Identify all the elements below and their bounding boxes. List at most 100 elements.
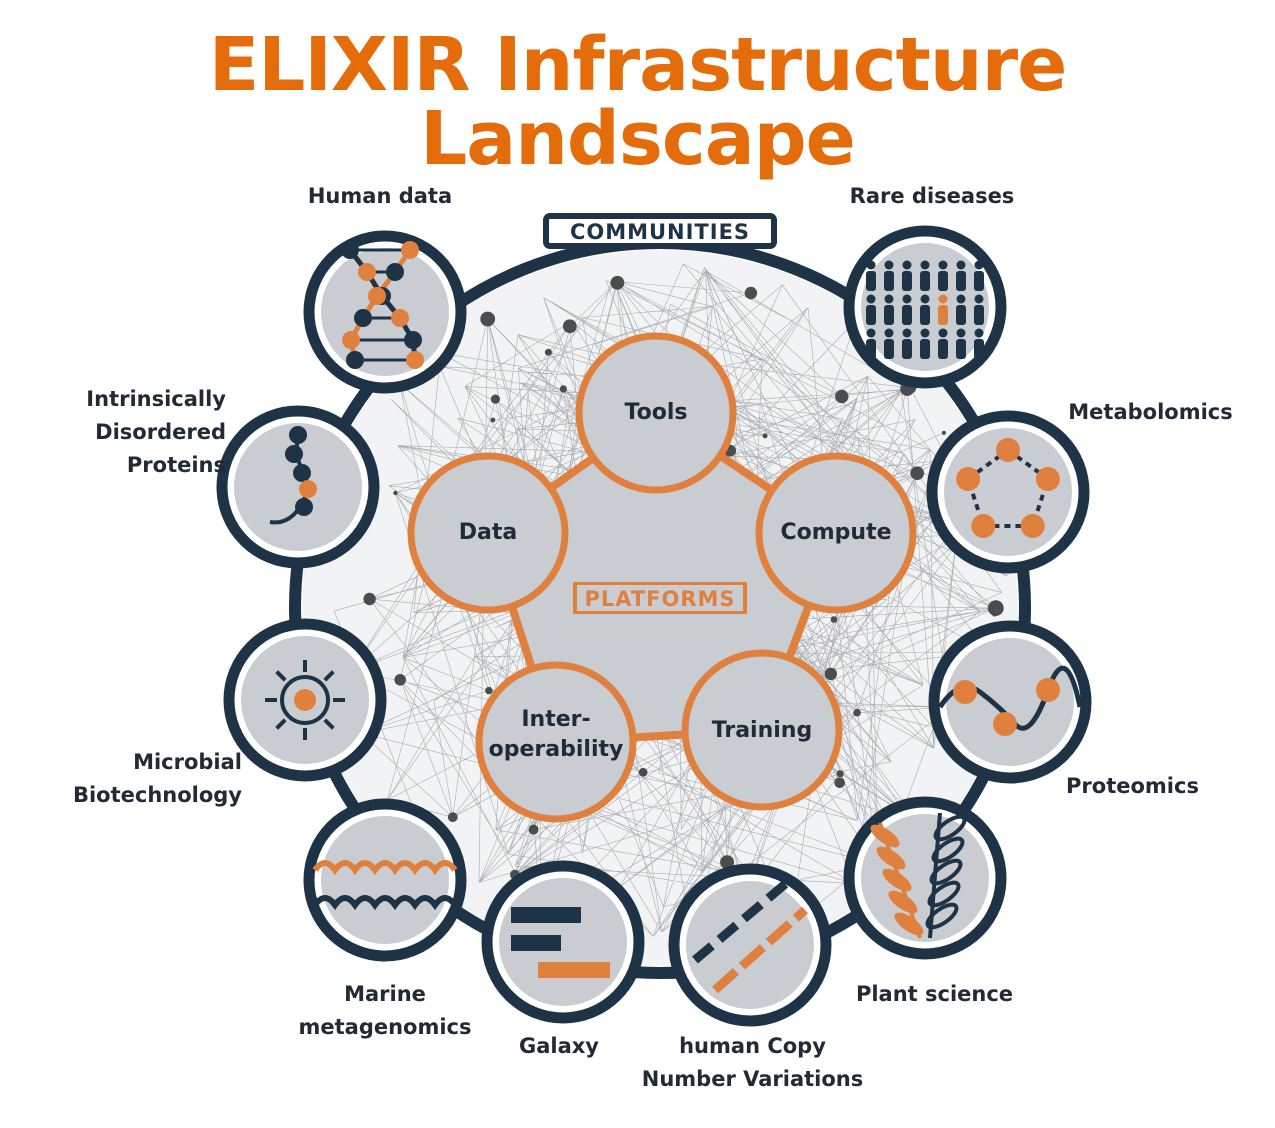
person-body <box>902 339 912 359</box>
community-label-galaxy: Galaxy <box>518 1034 599 1058</box>
person-body <box>956 339 966 359</box>
network-node <box>447 812 458 823</box>
platform-circle-interoperability <box>475 661 637 823</box>
person-icon <box>938 260 948 270</box>
chromosome-stripes-icon <box>668 863 832 1027</box>
network-node <box>559 385 568 393</box>
community-label-human-data: Human data <box>307 184 453 208</box>
community-circle-inner <box>946 638 1074 766</box>
protein-residue <box>293 464 311 482</box>
molecule-atom <box>996 438 1020 462</box>
person-body <box>902 305 912 325</box>
community-circle-inner <box>686 881 814 1009</box>
protein-residue <box>285 445 303 463</box>
workflow-bar <box>511 935 561 951</box>
molecule-atom <box>956 467 981 492</box>
person-icon <box>956 260 966 270</box>
person-icon <box>938 294 948 304</box>
network-node <box>720 855 735 870</box>
helix-node <box>391 309 409 327</box>
waves-icon <box>303 798 467 962</box>
person-icon <box>866 294 876 304</box>
helix-node <box>386 263 404 281</box>
person-icon <box>956 294 966 304</box>
network-node <box>992 611 997 617</box>
community-label-plant-science: Plant science <box>855 982 1014 1006</box>
wave-line <box>312 895 458 911</box>
wheat-grain <box>933 814 967 842</box>
chromosome-stripe <box>712 906 808 994</box>
peptide-residue <box>1036 678 1060 702</box>
molecule-atom <box>971 513 996 538</box>
workflow-bar <box>538 962 610 978</box>
microbe-spike <box>323 670 335 682</box>
community-label-metabolomics: Metabolomics <box>1068 400 1233 424</box>
peptide-residue <box>993 712 1017 736</box>
network-node <box>762 433 768 439</box>
network-node <box>835 389 849 404</box>
person-icon <box>920 328 930 338</box>
person-icon <box>902 294 912 304</box>
network-node <box>987 600 1004 616</box>
platform-label-interoperability: Inter-operability <box>488 707 624 762</box>
person-icon <box>866 328 876 338</box>
network-node <box>853 708 861 717</box>
person-icon <box>920 294 930 304</box>
person-icon <box>902 260 912 270</box>
workflow-bar <box>511 907 581 923</box>
network-node <box>528 824 539 835</box>
person-icon <box>956 328 966 338</box>
network-node <box>544 348 552 356</box>
network-node <box>834 777 845 789</box>
helix-node <box>368 287 386 305</box>
person-body <box>920 339 930 359</box>
molecule-bonds <box>965 447 1051 528</box>
helix-node <box>346 351 364 369</box>
network-node <box>480 311 496 327</box>
helix-node <box>406 351 424 369</box>
person-body <box>884 271 894 291</box>
person-body <box>920 271 930 291</box>
wheat-grain <box>876 846 906 870</box>
network-node <box>490 394 500 404</box>
platforms-tag-inner <box>577 585 743 611</box>
person-icon <box>974 328 984 338</box>
person-icon <box>920 260 930 270</box>
helix-node <box>341 241 359 259</box>
person-body <box>920 305 930 325</box>
person-body <box>866 339 876 359</box>
person-body <box>884 305 894 325</box>
helix-node <box>354 309 372 327</box>
community-label-rare-diseases: Rare diseases <box>849 184 1015 208</box>
network-node <box>910 466 924 481</box>
wheat-grain <box>925 902 959 930</box>
person-body <box>938 305 948 325</box>
person-body <box>938 339 948 359</box>
person-body <box>884 339 894 359</box>
wheat-grain <box>888 890 918 914</box>
person-body <box>866 271 876 291</box>
platform-label-data: Data <box>458 520 518 545</box>
wheat-grain <box>931 836 965 864</box>
person-icon <box>938 328 948 338</box>
protein-residue <box>299 480 317 498</box>
wheat-grain <box>870 824 900 848</box>
network-node <box>490 417 496 423</box>
microbe-membrane <box>280 675 330 725</box>
platform-label-tools: Tools <box>624 400 688 425</box>
platform-circle-tools <box>575 332 737 494</box>
person-icon <box>884 328 894 338</box>
platform-circle-compute <box>755 452 917 614</box>
microbe-icon <box>223 618 387 782</box>
wave-line <box>312 860 458 876</box>
network-node <box>610 275 625 290</box>
page-title: ELIXIR Infrastructure Landscape <box>208 22 1068 182</box>
person-body <box>956 305 966 325</box>
network-node <box>830 616 838 623</box>
chromosome-stripe <box>692 876 793 964</box>
